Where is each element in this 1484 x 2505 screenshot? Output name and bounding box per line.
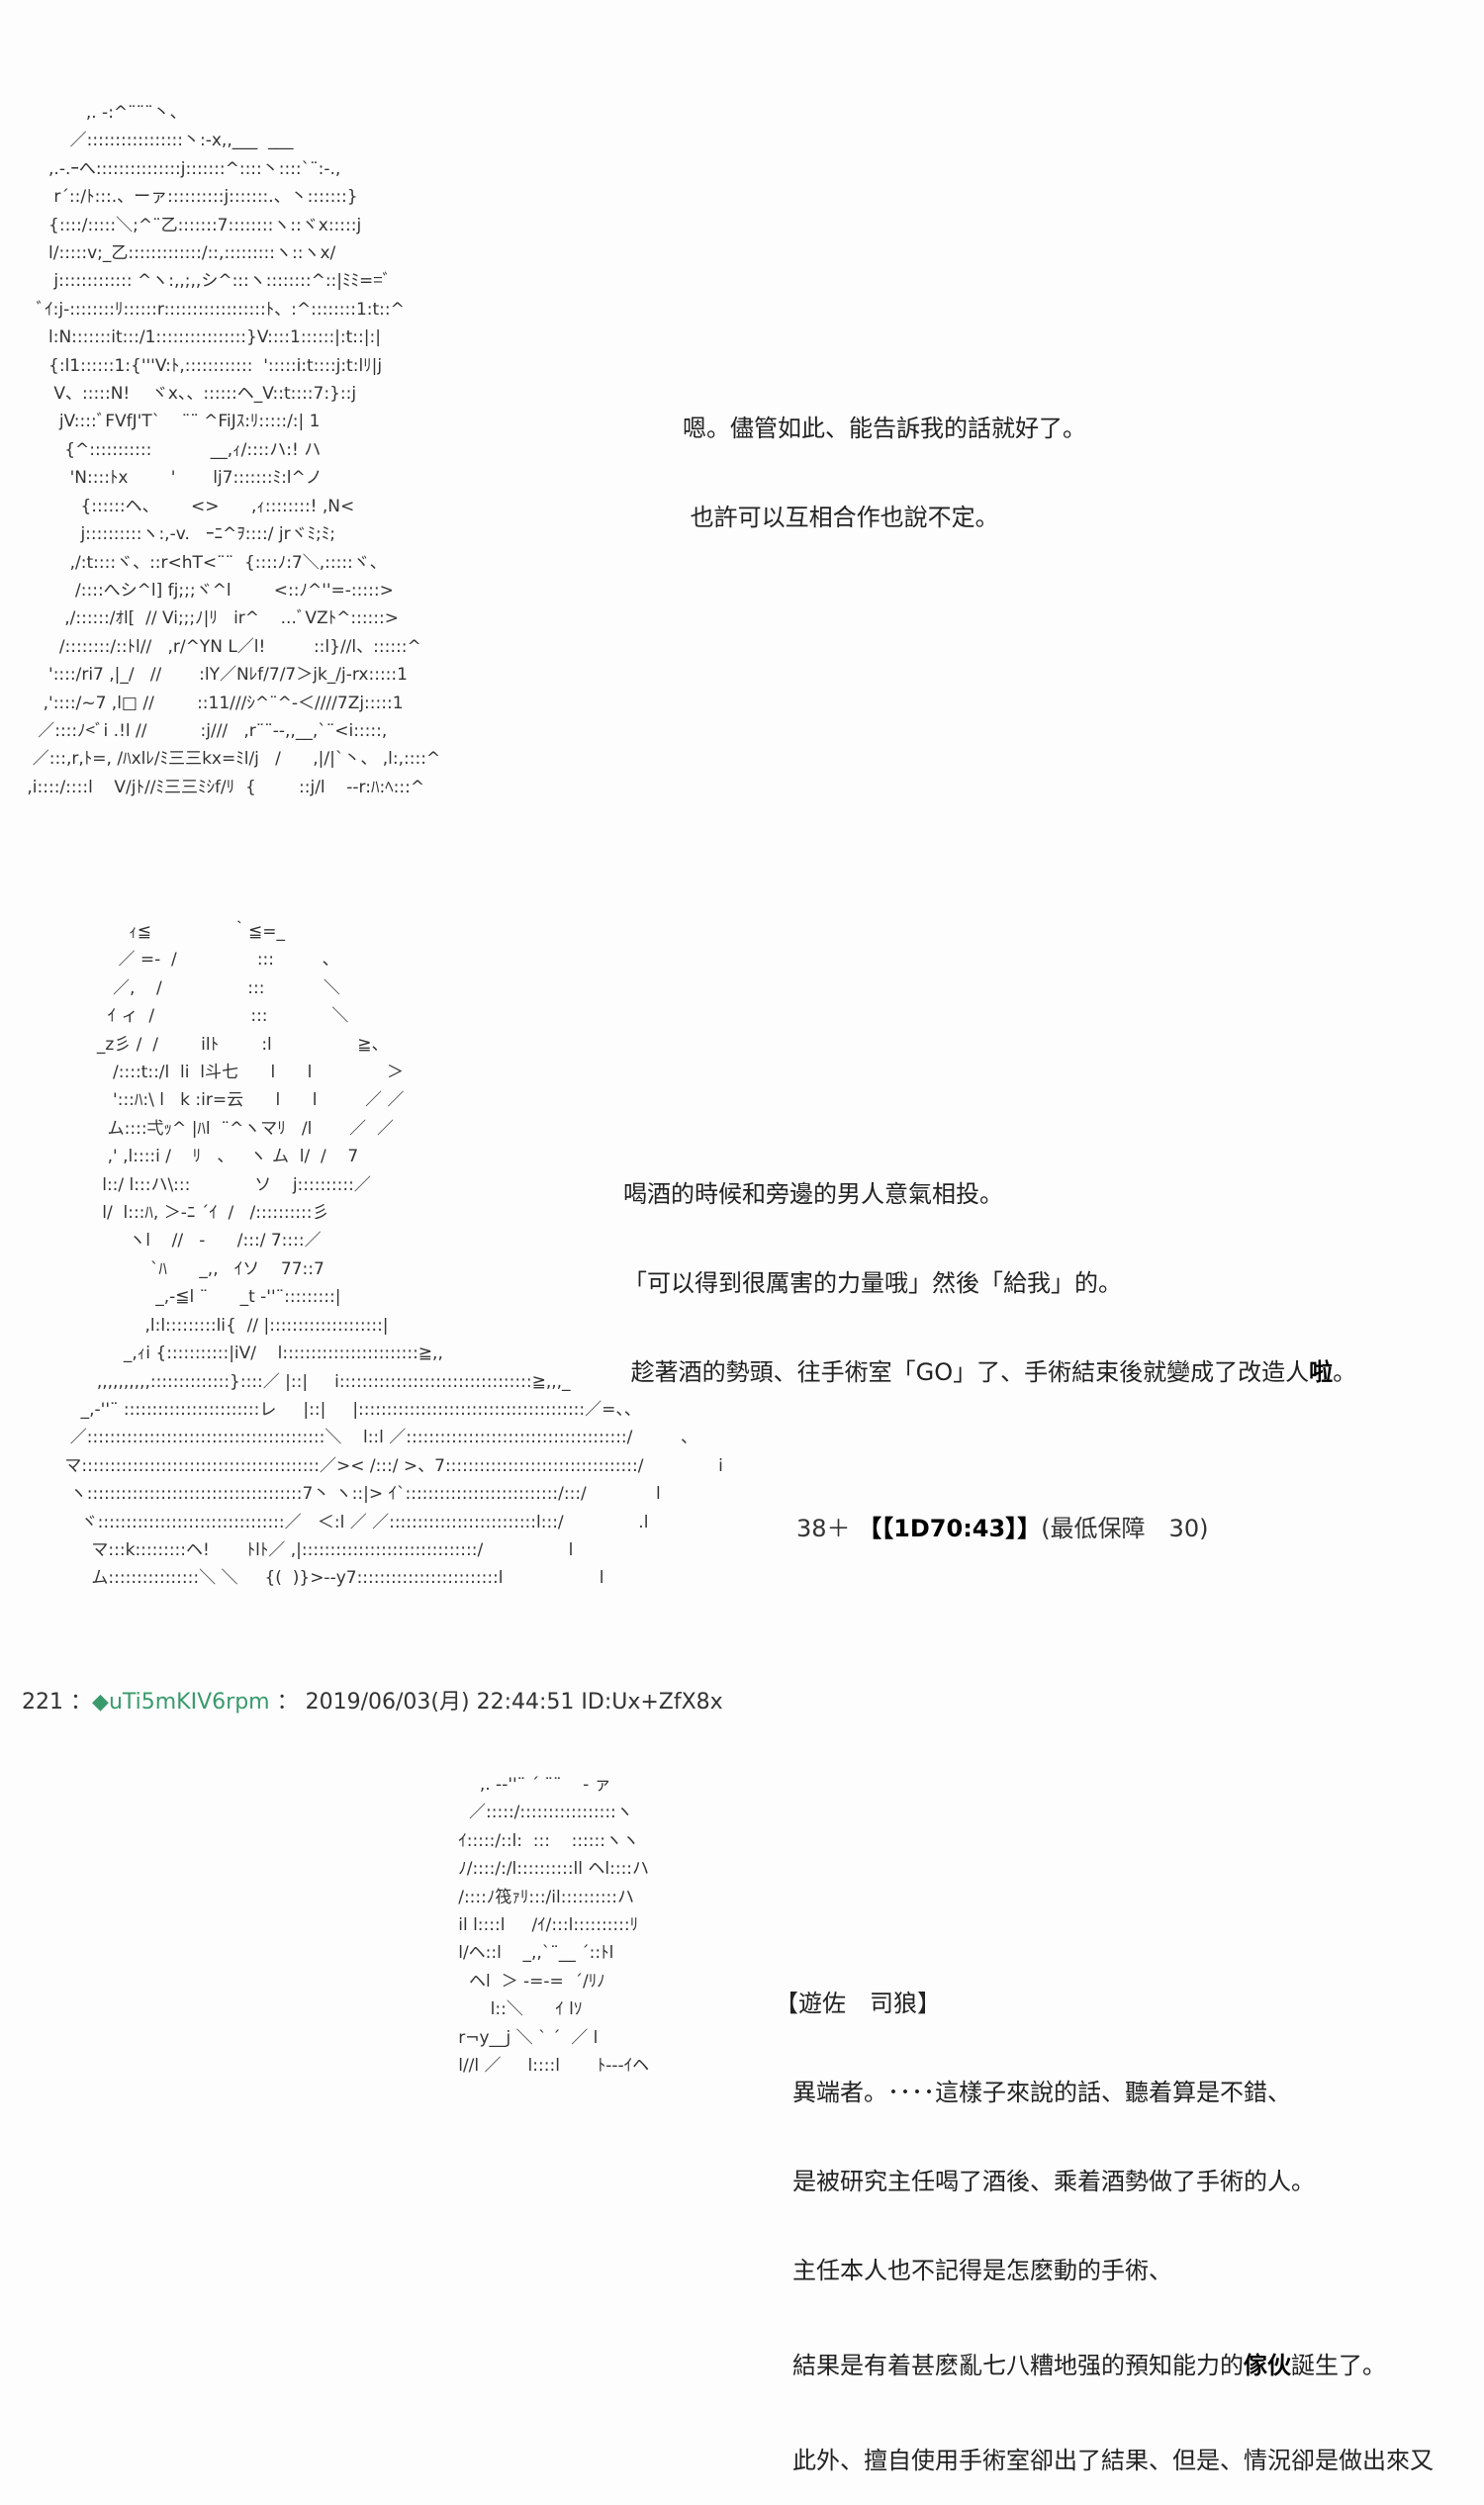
poster-id[interactable]: ID:Ux+ZfX8x [581, 1690, 723, 1715]
dialogue-1: 嗯。儘管如此、能告訴我的話就好了。 也許可以互相合作也說不定。 [683, 354, 1086, 562]
dialogue-text: 結果是有着甚麽亂七八糟地强的預知能力的 [792, 2352, 1244, 2379]
dice-roll: 【【1D70:43】】 [858, 1515, 1042, 1542]
dialogue-line: 喝酒的時候和旁邊的男人意氣相投。 [623, 1180, 1003, 1208]
dialogue-line: 趁著酒的勢頭、往手術室「GO」了、手術結束後就變成了改造人啦。 [623, 1357, 1357, 1387]
dialogue-text: 趁著酒的勢頭、往手術室「GO」了、手術結束後就變成了改造人 [623, 1358, 1310, 1386]
dialogue-line: 是被研究主任喝了酒後、乘着酒勢做了手術的人。 [792, 2168, 1315, 2195]
trip-diamond-icon: ◆ [92, 1690, 109, 1715]
poster-trip[interactable]: uTi5mKIV6rpm [108, 1690, 270, 1715]
dice-note: (最低保障 30) [1041, 1515, 1209, 1542]
dialogue-line: 異端者。････這樣子來說的話、聽着算是不錯、 [792, 2079, 1291, 2106]
ascii-art-character-3: ,. -‐''¨ ´ ¨¨ - ァ ／:::::/:::::::::::::::… [458, 1775, 650, 2077]
dialogue-line: 「可以得到很厲害的力量哦」然後「給我」的。 [623, 1269, 1122, 1297]
dialogue-2: 喝酒的時候和旁邊的男人意氣相投。 「可以得到很厲害的力量哦」然後「給我」的。 趁… [623, 1120, 1356, 1417]
ascii-art-character-1: ,. -:^¨¨¨丶、 ／:::::::::::::::::丶:-x,,___ … [27, 103, 441, 797]
separator: ： [276, 1690, 299, 1715]
speaker-name: 【遊佐 司狼】 [775, 1990, 941, 2017]
dialogue-line: 此外、擅自使用手術室卻出了結果、但是、情況卻是做出來又 [792, 2447, 1434, 2474]
post-number[interactable]: 221 [22, 1690, 63, 1715]
dialogue-bold-text: 啦 [1309, 1358, 1334, 1386]
separator: ： [70, 1690, 93, 1715]
dialogue-line: 也許可以互相合作也說不定。 [683, 504, 999, 531]
post-datetime: 2019/06/03(月) 22:44:51 [305, 1690, 575, 1715]
dialogue-text: 誕生了。 [1291, 2352, 1386, 2379]
dialogue-3: 【遊佐 司狼】 異端者。････這樣子來說的話、聽着算是不錯、 是被研究主任喝了… [775, 1929, 1434, 2505]
ascii-art-character-2: ｨ≦ ｀≦=_ ／ =- / ::: 、 ／, / ::: ＼ ｲ ィ / ::… [64, 922, 723, 1589]
dice-base: 38＋ [796, 1515, 859, 1542]
dialogue-text: 。 [1333, 1358, 1357, 1386]
dialogue-line: 主任本人也不記得是怎麽動的手術、 [792, 2257, 1172, 2284]
dice-roll-result: 38＋ 【【1D70:43】】(最低保障 30) [796, 1509, 1208, 1543]
dialogue-bold-text: 傢伙 [1244, 2352, 1291, 2379]
dialogue-line: 結果是有着甚麽亂七八糟地强的預知能力的傢伙誕生了。 [777, 2351, 1434, 2380]
dialogue-line: 嗯。儘管如此、能告訴我的話就好了。 [683, 415, 1086, 442]
post-header: 221 ：◆uTi5mKIV6rpm ： 2019/06/03(月) 22:44… [22, 1684, 723, 1716]
